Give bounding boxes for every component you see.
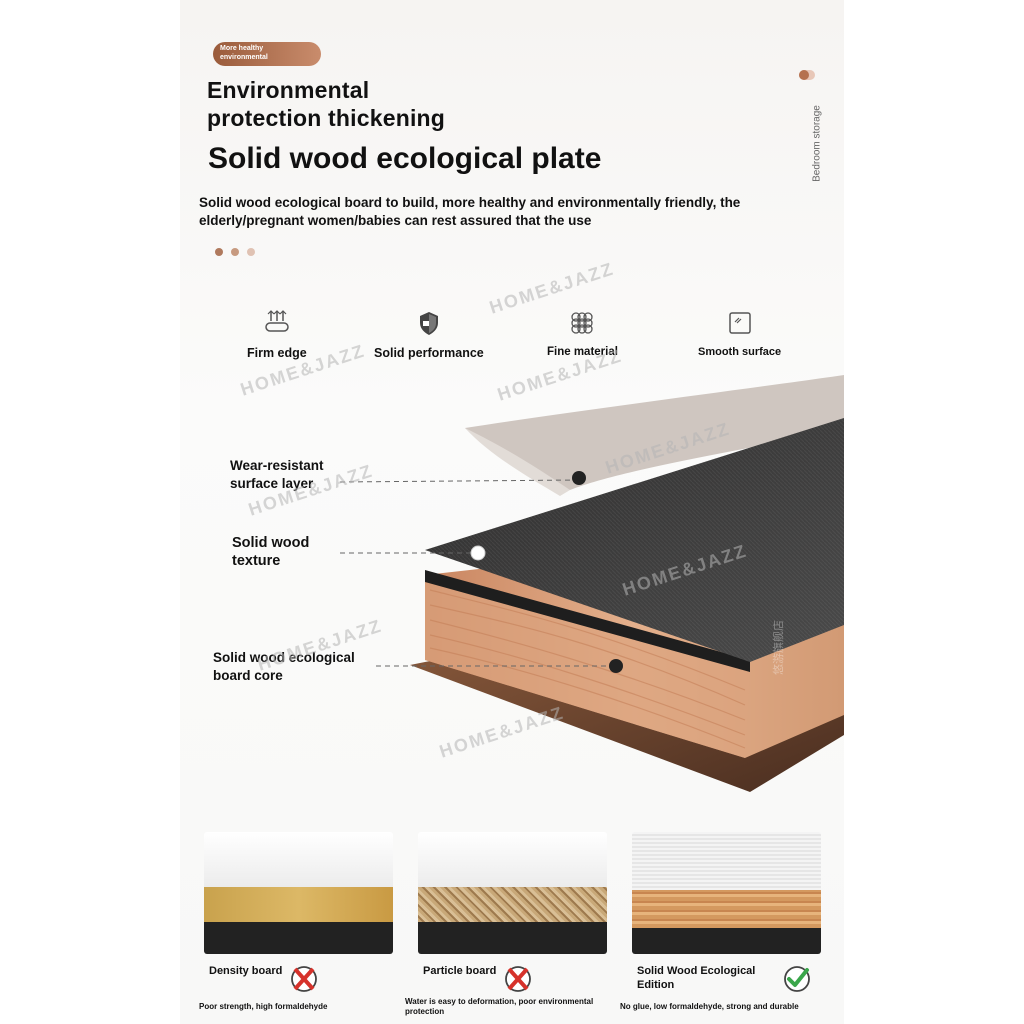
card-particle-board — [418, 832, 607, 954]
shield-icon — [419, 312, 438, 335]
side-label: Bedroom storage — [811, 105, 823, 182]
badge-text: More healthy environmental — [220, 45, 268, 61]
feature-fine-material: Fine material — [547, 308, 618, 358]
layer-label-surface: Wear-resistant surface layer — [230, 458, 324, 491]
marker-dot — [470, 545, 486, 561]
smooth-square-icon — [728, 312, 751, 334]
board-layers-illustration: 悠游旗舰店 — [339, 375, 844, 792]
marker-dot — [609, 659, 623, 673]
feature-label: Fine material — [547, 346, 618, 358]
card-note: No glue, low formaldehyde, strong and du… — [620, 1002, 799, 1011]
card-note: Water is easy to deformation, poor envir… — [405, 997, 594, 1016]
cross-icon — [291, 966, 317, 992]
card-solid-wood — [632, 832, 821, 954]
check-icon — [784, 966, 810, 992]
watermark-cn: 悠游旗舰店 — [771, 620, 785, 675]
toggle-icon — [799, 70, 815, 80]
layer-label-core: Solid wood ecological board core — [213, 650, 355, 683]
title-line-1: Environmental — [207, 77, 370, 103]
card-note: Poor strength, high formaldehyde — [199, 1002, 328, 1011]
description: Solid wood ecological board to build, mo… — [199, 195, 741, 228]
grid-pattern-icon — [571, 312, 594, 334]
title-line-2: protection thickening — [207, 105, 446, 131]
firm-edge-icon — [265, 310, 289, 332]
card-name: Particle board — [423, 965, 497, 977]
badge-pill: More healthy environmental — [213, 42, 321, 66]
feature-solid-performance: Solid performance — [374, 308, 484, 360]
card-name: Solid Wood Ecological Edition — [637, 965, 756, 991]
main-title: Solid wood ecological plate — [208, 142, 602, 175]
decorative-dots — [215, 243, 263, 261]
marker-dot — [572, 471, 586, 485]
feature-firm-edge: Firm edge — [247, 308, 307, 360]
title-lines: Environmental protection thickening — [207, 76, 445, 132]
feature-label: Smooth surface — [698, 346, 782, 358]
card-density-board — [204, 832, 393, 954]
feature-label: Solid performance — [374, 346, 484, 360]
feature-label: Firm edge — [247, 346, 307, 360]
card-name: Density board — [209, 965, 283, 977]
cross-icon — [505, 966, 531, 992]
feature-smooth-surface: Smooth surface — [698, 308, 781, 358]
layer-label-texture: Solid wood texture — [232, 535, 310, 569]
side-label-wrap: Bedroom storage — [807, 90, 823, 200]
